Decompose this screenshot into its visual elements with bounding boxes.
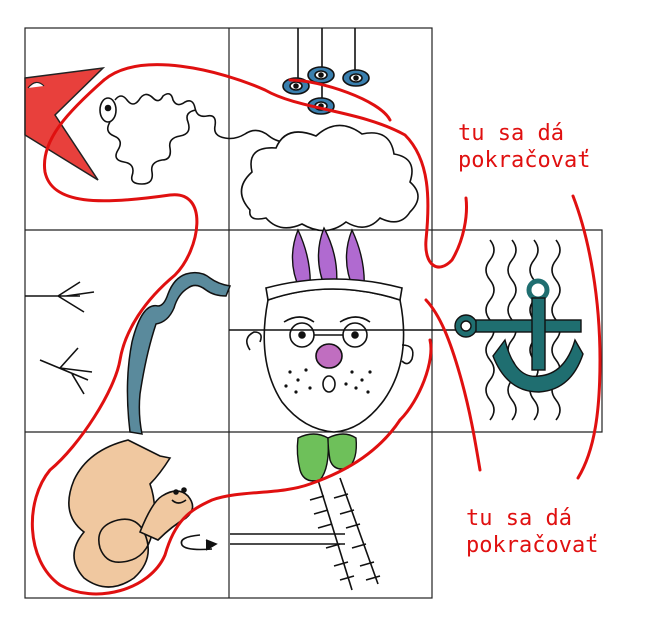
continue-note-bottom: tu sa dá pokračovať [466, 505, 598, 559]
worm-icon [68, 439, 194, 588]
bird-footprint-icon [25, 281, 95, 395]
face-icon [246, 278, 414, 433]
grid [24, 27, 603, 599]
anchor-icon [454, 278, 584, 393]
snake-icon [126, 271, 232, 435]
arrow-icon [180, 533, 345, 551]
note-top-line1: tu sa dá [458, 121, 564, 146]
note-bottom-line1: tu sa dá [466, 506, 572, 531]
squiggle-creature-icon [99, 92, 296, 185]
note-bottom-line2: pokračovať [466, 533, 599, 558]
continue-note-top: tu sa dá pokračovať [458, 120, 590, 174]
cloud-icon [240, 124, 419, 232]
beard-icon [296, 433, 358, 482]
stitched-legs-icon [309, 477, 381, 591]
star-icon [24, 66, 106, 181]
red-route-line [30, 63, 602, 596]
note-top-line2: pokračovať [458, 148, 591, 173]
flame-icon [291, 226, 365, 291]
